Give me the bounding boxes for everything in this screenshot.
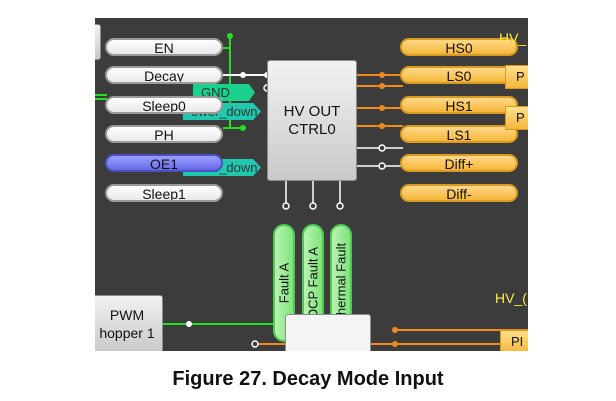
pin-out-hs0 — [379, 72, 385, 78]
input-sleep1-label: Sleep1 — [142, 186, 186, 202]
input-decay[interactable]: Decay — [105, 66, 223, 84]
input-oe1-label: OE1 — [149, 156, 178, 172]
pin-pwm-out — [186, 321, 192, 327]
pwm-chopper-line1: PWM — [109, 307, 145, 323]
hv-label-bottom: HV_( — [495, 290, 527, 306]
pin-bottom-2 — [392, 341, 398, 347]
output-hs0[interactable]: HS0 — [400, 38, 518, 56]
pin-out-ls1 — [379, 123, 385, 129]
output-ls0-label: LS0 — [446, 68, 472, 84]
ocp-fault-a-label: OCP Fault A — [305, 246, 321, 320]
wire-en — [223, 38, 231, 49]
hv-out-ctrl0-title-line1: HV OUT — [283, 103, 341, 120]
pin-pwm-2 — [251, 340, 259, 348]
output-hs1-label: HS1 — [445, 98, 473, 114]
input-sleep0[interactable]: Sleep0 — [105, 96, 223, 114]
pin-out-hs1 — [379, 105, 385, 111]
input-oe1[interactable]: OE1 — [105, 154, 223, 172]
design-canvas[interactable]: GND ower_down ower_down EN Decay Sleep0 … — [95, 18, 528, 351]
edge-output-top-2[interactable]: P — [505, 106, 528, 130]
fault-a-output[interactable]: Fault A — [273, 224, 295, 342]
hv-out-ctrl0-block[interactable]: HV OUT CTRL0 — [267, 60, 357, 181]
output-diff-minus-label: Diff- — [446, 186, 472, 202]
pwm-chopper-block[interactable]: PWM hopper 1 — [95, 295, 163, 351]
edge-output-top-1-label: P — [516, 69, 525, 84]
edge-output-bottom[interactable]: PI — [500, 330, 528, 351]
pin-thermal-fault — [336, 202, 344, 210]
input-en[interactable]: EN — [105, 38, 223, 56]
output-ls0[interactable]: LS0 — [400, 66, 518, 84]
output-hs0-label: HS0 — [445, 40, 473, 56]
output-diff-plus-label: Diff+ — [444, 156, 474, 172]
output-hs1[interactable]: HS1 — [400, 96, 518, 114]
hv-label-top: HV_ — [499, 30, 527, 46]
hv-out-ctrl0-title-line2: CTRL0 — [288, 121, 336, 138]
pin-ocp-fault — [309, 202, 317, 210]
output-diff-minus[interactable]: Diff- — [400, 184, 518, 202]
input-ph-label: PH — [154, 127, 174, 143]
pin-fault-a — [282, 202, 290, 210]
input-en-label: EN — [154, 40, 174, 56]
figure-caption: Figure 27. Decay Mode Input — [172, 368, 444, 390]
input-decay-label: Decay — [144, 68, 184, 84]
pin-out-diff-plus — [378, 144, 386, 152]
thermal-fault-label: Thermal Fault — [333, 242, 349, 324]
edge-output-bottom-label: PI — [511, 334, 524, 349]
output-diff-plus[interactable]: Diff+ — [400, 154, 518, 172]
edge-output-top-2-label: P — [516, 110, 525, 125]
pin-bottom-1 — [392, 327, 398, 333]
edge-output-top-1[interactable]: P — [505, 65, 528, 89]
pin-out-ls0 — [379, 83, 385, 89]
fault-a-label: Fault A — [276, 262, 292, 304]
output-ls1[interactable]: LS1 — [400, 125, 518, 143]
input-sleep0-label: Sleep0 — [142, 98, 186, 114]
bottom-block[interactable] — [285, 314, 371, 351]
offscreen-block-left[interactable] — [95, 24, 101, 60]
input-sleep1[interactable]: Sleep1 — [105, 184, 223, 202]
pin-ph-out — [240, 125, 246, 131]
pwm-chopper-line2: hopper 1 — [99, 325, 155, 341]
input-ph[interactable]: PH — [105, 125, 223, 143]
pin-out-diff-minus — [378, 162, 386, 170]
output-ls1-label: LS1 — [446, 127, 472, 143]
pin-decay-out — [240, 72, 246, 78]
pin-en-out — [227, 33, 233, 39]
